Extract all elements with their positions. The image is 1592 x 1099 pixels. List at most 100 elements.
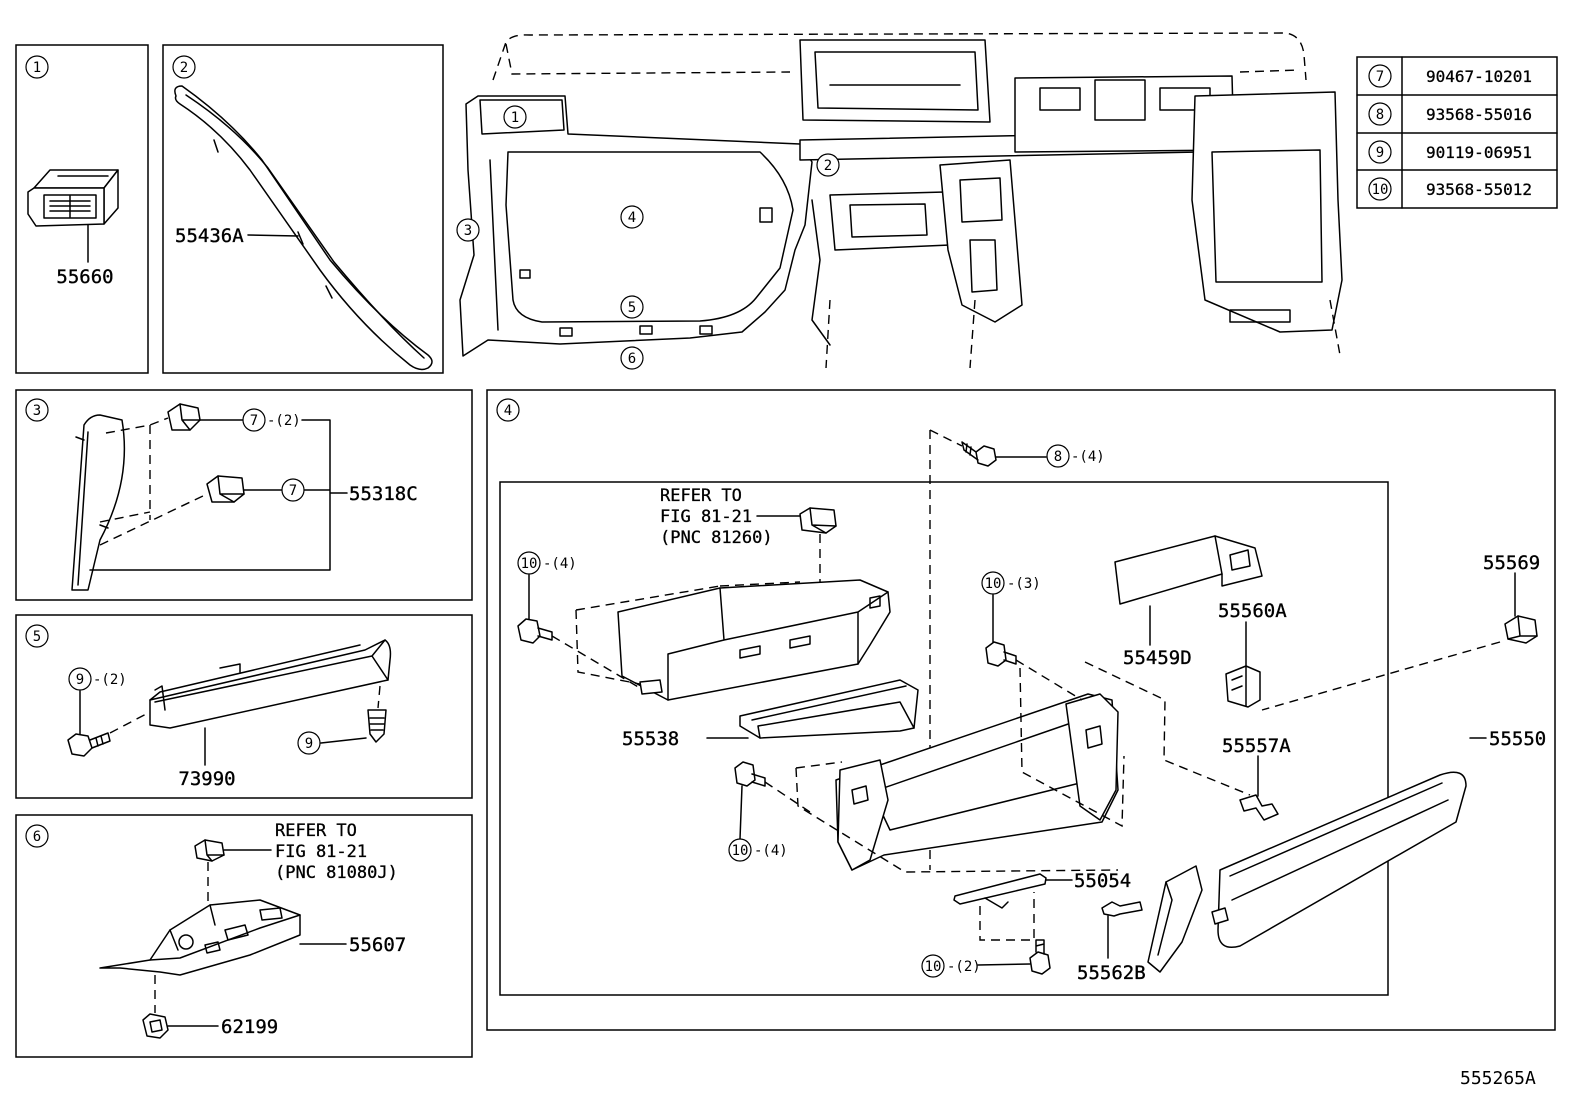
callout-8: 8 -(4) <box>1046 444 1105 468</box>
callout-circle <box>816 153 840 177</box>
leader-line <box>528 456 1516 966</box>
lock-switch-drawing <box>1225 665 1261 708</box>
section-number: 1 <box>33 60 41 76</box>
table-grid <box>1356 56 1558 209</box>
assembly-line <box>1261 641 1501 711</box>
assembly-line <box>109 685 381 734</box>
section-circle <box>25 398 49 422</box>
tray-drawing <box>739 679 919 739</box>
callout-circle <box>503 105 527 129</box>
retainer-clip-drawing <box>142 1013 169 1039</box>
section-circle <box>25 55 49 79</box>
screw-drawing <box>1029 939 1051 975</box>
callout-number: 8 <box>1376 107 1384 123</box>
inset-5: 5 9 -(2) 9 73990 <box>15 614 473 799</box>
inset-3: 3 7 -(2) 7 55318C <box>15 389 473 601</box>
callout-circle <box>456 218 480 242</box>
overview-callout-3: 3 <box>456 218 480 242</box>
callout-7: 7 <box>281 478 305 502</box>
glove-box-door-drawing <box>1147 771 1467 973</box>
callout-circle <box>517 551 541 575</box>
callout-number: 9 <box>76 672 84 688</box>
overview-callout-2: 2 <box>816 153 840 177</box>
overview-callout-5: 5 <box>620 295 644 319</box>
screw-drawing <box>67 732 111 757</box>
inset-2: 2 55436A <box>162 44 444 374</box>
part-number: 90467-10201 <box>1426 67 1532 86</box>
part-number-label: 55607 <box>349 934 406 956</box>
callout-circle <box>1368 102 1392 126</box>
leader-line <box>79 690 367 766</box>
refer-note-line: (PNC 81260) <box>660 528 773 548</box>
callout-quantity: -(3) <box>1007 576 1041 592</box>
table-row: 9 90119-06951 <box>1368 140 1532 164</box>
callout-circle <box>1368 140 1392 164</box>
callout-7: 7 -(2) <box>242 408 301 432</box>
callout-circle <box>242 408 266 432</box>
pillar-garnish-drawing <box>71 414 126 591</box>
refer-note-line: (PNC 81080J) <box>275 863 398 883</box>
callout-number: 3 <box>464 223 472 239</box>
refer-note-line: REFER TO <box>660 486 742 506</box>
callout-9: 9 -(2) <box>68 667 127 691</box>
overview-callout-4: 4 <box>620 205 644 229</box>
glove-box-frame-drawing <box>835 693 1119 871</box>
callout-circle <box>1368 64 1392 88</box>
bolt-drawing <box>961 441 997 467</box>
lower-cover-drawing <box>99 899 301 976</box>
callout-number: 8 <box>1054 449 1062 465</box>
assembly-line <box>795 761 1119 873</box>
callout-number: 9 <box>305 736 313 752</box>
sub-assembly-frame <box>499 481 1389 996</box>
figure-code: 555265A <box>1460 1068 1536 1089</box>
inset-frame <box>162 44 444 374</box>
part-number-label: 55557A <box>1222 735 1291 757</box>
callout-circle <box>620 205 644 229</box>
callout-circle <box>68 667 92 691</box>
part-number-label: 55550 <box>1489 728 1546 750</box>
panel-drawing <box>1114 535 1263 605</box>
callout-number: 5 <box>628 300 636 316</box>
part-number-label: 55459D <box>1123 647 1192 669</box>
inset-frame <box>15 44 149 374</box>
screw-drawing <box>734 761 766 787</box>
inset-frame <box>486 389 1556 1031</box>
callout-circle <box>281 478 305 502</box>
part-number-label: 55660 <box>56 266 113 288</box>
part-number-label: 55569 <box>1483 552 1540 574</box>
part-number-label: 55436A <box>175 225 244 247</box>
inset-frame <box>15 389 473 601</box>
section-circle <box>25 824 49 848</box>
cushion-drawing <box>1504 615 1538 644</box>
callout-circle <box>1368 177 1392 201</box>
glove-compartment-drawing <box>617 579 891 701</box>
section-circle <box>25 624 49 648</box>
clip-drawing <box>206 475 245 503</box>
refer-note-line: FIG 81-21 <box>660 507 752 527</box>
callout-10: 10 -(4) <box>517 551 577 575</box>
section-circle <box>496 398 520 422</box>
callout-number: 10 <box>1372 182 1389 198</box>
section-number: 3 <box>33 403 41 419</box>
part-number-label: 55318C <box>349 483 418 505</box>
inset-6: 6 REFER TO FIG 81-21 (PNC 81080J) 55607 … <box>15 814 473 1058</box>
fastener-table: 7 90467-10201 8 93568-55016 9 90119-0695… <box>1356 56 1558 209</box>
part-number-label: 55562B <box>1077 962 1146 984</box>
part-number-label: 55560A <box>1218 600 1287 622</box>
callout-number: 7 <box>1376 69 1384 85</box>
callout-quantity: -(4) <box>1071 449 1105 465</box>
clip-drawing <box>367 709 387 743</box>
inset-1: 1 55660 <box>15 44 149 374</box>
damper-drawing <box>1239 794 1279 821</box>
leader-line <box>247 234 299 237</box>
instrument-panel-reinforcement-drawing <box>459 32 1343 369</box>
pin-drawing <box>1101 901 1143 917</box>
screw-drawing <box>985 641 1017 667</box>
inset-frame <box>15 614 473 799</box>
overview-callout-6: 6 <box>620 346 644 370</box>
callout-9: 9 <box>297 731 321 755</box>
assembly-line <box>575 581 801 685</box>
callout-circle <box>921 954 945 978</box>
callout-number: 4 <box>628 210 636 226</box>
